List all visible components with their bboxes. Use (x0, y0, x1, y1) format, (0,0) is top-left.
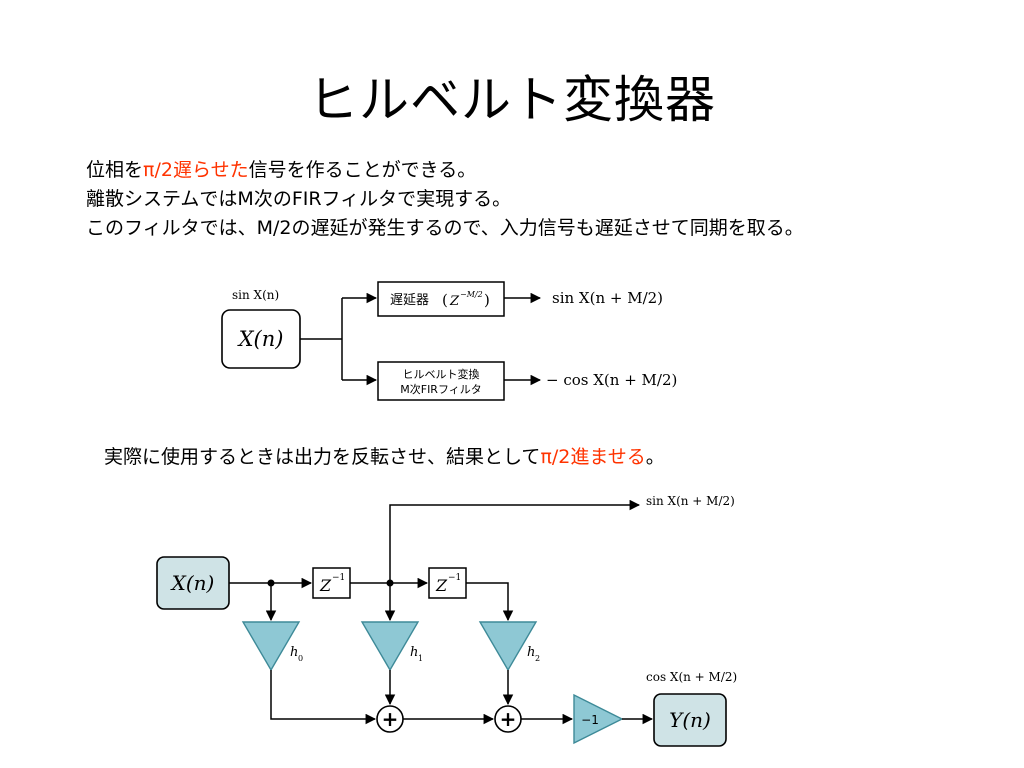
note-highlight: π/2進ませる (540, 446, 646, 468)
d2-delay-2-exp: −1 (448, 573, 461, 583)
d2-delay-2-z: Z (435, 576, 448, 595)
description-line-1: 位相をπ/2遅らせた信号を作ることができる。 (86, 156, 804, 185)
d2-adder-1-symbol: + (382, 707, 399, 731)
desc-line1-pre: 位相を (86, 159, 144, 181)
d2-invert-gain (573, 693, 624, 745)
d2-line-top-output (389, 499, 641, 583)
d2-output-block (653, 693, 727, 747)
d1-input-block-label: X(n) (237, 327, 284, 351)
d2-gain-2-sub: 2 (535, 654, 540, 663)
d2-line-gain0-to-adder1 (270, 670, 377, 725)
d2-output-mid: cos X(n + M/2) (646, 670, 737, 684)
description: 位相をπ/2遅らせた信号を作ることができる。 離散システムではM次のFIRフィル… (86, 156, 804, 243)
d2-delay-1-z: Z (319, 576, 332, 595)
d2-output-block-label: Y(n) (669, 708, 711, 732)
d2-gain-1 (360, 621, 420, 672)
description-line-3: このフィルタでは、M/2の遅延が発生するので、入力信号も遅延させて同期を取る。 (86, 217, 804, 239)
d1-delay-z: Z (449, 294, 460, 309)
desc-line1-highlight: π/2遅らせた (143, 159, 249, 181)
d2-invert-gain-label: −1 (581, 713, 599, 727)
d1-hilbert-line1: ヒルベルト変換 (403, 367, 480, 381)
diagram-2: X(n) Z −1 Z −1 sin X(n + M/2) h 0 h 1 h … (156, 494, 737, 747)
desc-line1-post: 信号を作ることができる。 (248, 159, 477, 181)
d1-delay-paren-open: ( (442, 291, 448, 309)
d1-delay-block (377, 281, 505, 317)
d2-gain-1-label: h (410, 645, 418, 660)
d1-hilbert-block (377, 361, 505, 401)
note-pre: 実際に使用するときは出力を反転させ、結果として (104, 446, 541, 468)
d1-output-bottom: − cos X(n + M/2) (546, 371, 677, 389)
d1-delay-paren-close: ) (484, 291, 490, 309)
d2-input-block-label: X(n) (170, 571, 215, 595)
d2-gain-0-label: h (290, 645, 298, 660)
d2-delay-2 (428, 567, 467, 599)
diagram-1: sin X(n) X(n) 遅延器 ( Z −M/2 ) ヒルベルト変換 M次F… (221, 281, 677, 401)
d2-gain-1-sub: 1 (418, 654, 423, 663)
d2-gain-2-label: h (527, 645, 535, 660)
usage-note: 実際に使用するときは出力を反転させ、結果としてπ/2進ませる。 (104, 442, 665, 469)
d2-gain-2 (478, 621, 538, 672)
description-line-2: 離散システムではM次のFIRフィルタで実現する。 (86, 188, 512, 210)
d2-delay-1-exp: −1 (332, 573, 345, 583)
slide-title: ヒルベルト変換器 (308, 71, 716, 129)
d1-delay-label: 遅延器 (390, 293, 429, 308)
d1-hilbert-line2: M次FIRフィルタ (400, 382, 482, 396)
d2-adder-2-symbol: + (500, 707, 517, 731)
d2-gain-0-sub: 0 (298, 654, 303, 663)
d2-output-top: sin X(n + M/2) (646, 494, 735, 508)
d1-output-top: sin X(n + M/2) (552, 289, 663, 307)
d2-gain-0 (241, 621, 301, 672)
d1-input-top-label: sin X(n) (232, 288, 279, 302)
note-post: 。 (645, 446, 665, 468)
d1-delay-exponent: −M/2 (460, 290, 483, 299)
d2-tap-2 (466, 582, 514, 622)
